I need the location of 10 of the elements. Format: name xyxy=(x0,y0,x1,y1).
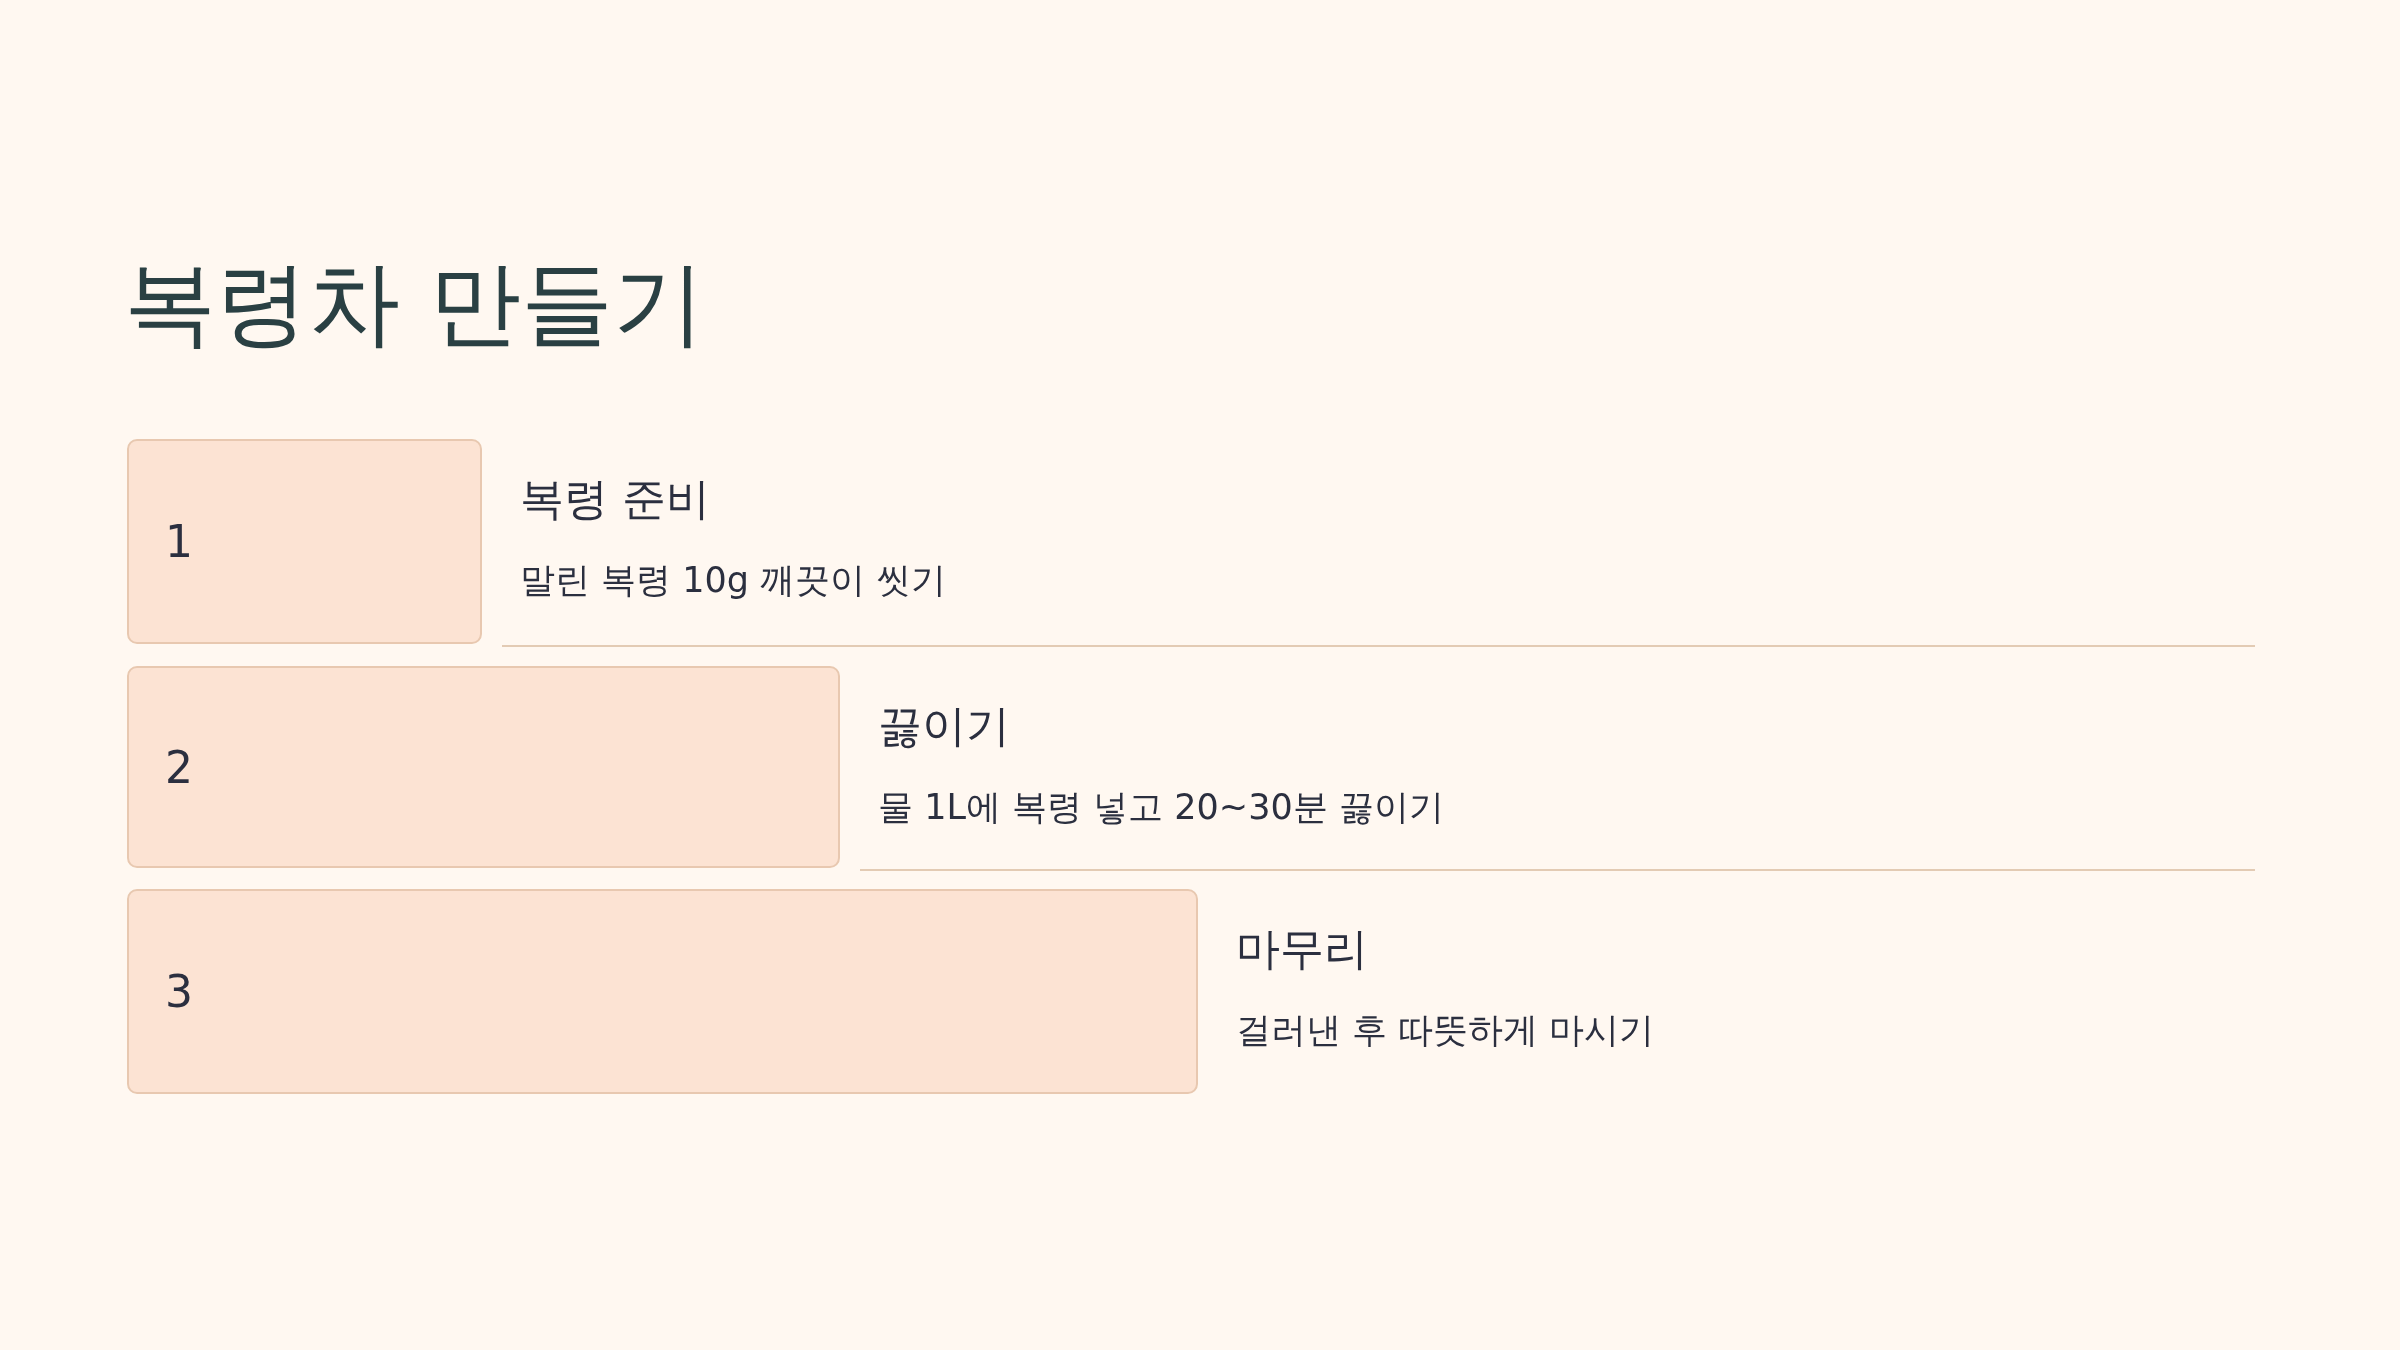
step-description: 물 1L에 복령 넣고 20~30분 끓이기 xyxy=(878,786,1444,829)
step-heading: 마무리 xyxy=(1236,922,1368,976)
step-box: 2 xyxy=(127,666,840,868)
step-description: 말린 복령 10g 깨끗이 씻기 xyxy=(520,559,947,602)
title: 복령차 만들기 xyxy=(124,249,706,359)
step-heading: 복령 준비 xyxy=(520,472,710,526)
step-box: 1 xyxy=(127,439,482,644)
step-description: 걸러낸 후 따뜻하게 마시기 xyxy=(1236,1009,1655,1052)
step-box: 3 xyxy=(127,889,1198,1094)
step-heading: 끓이기 xyxy=(878,699,1010,753)
